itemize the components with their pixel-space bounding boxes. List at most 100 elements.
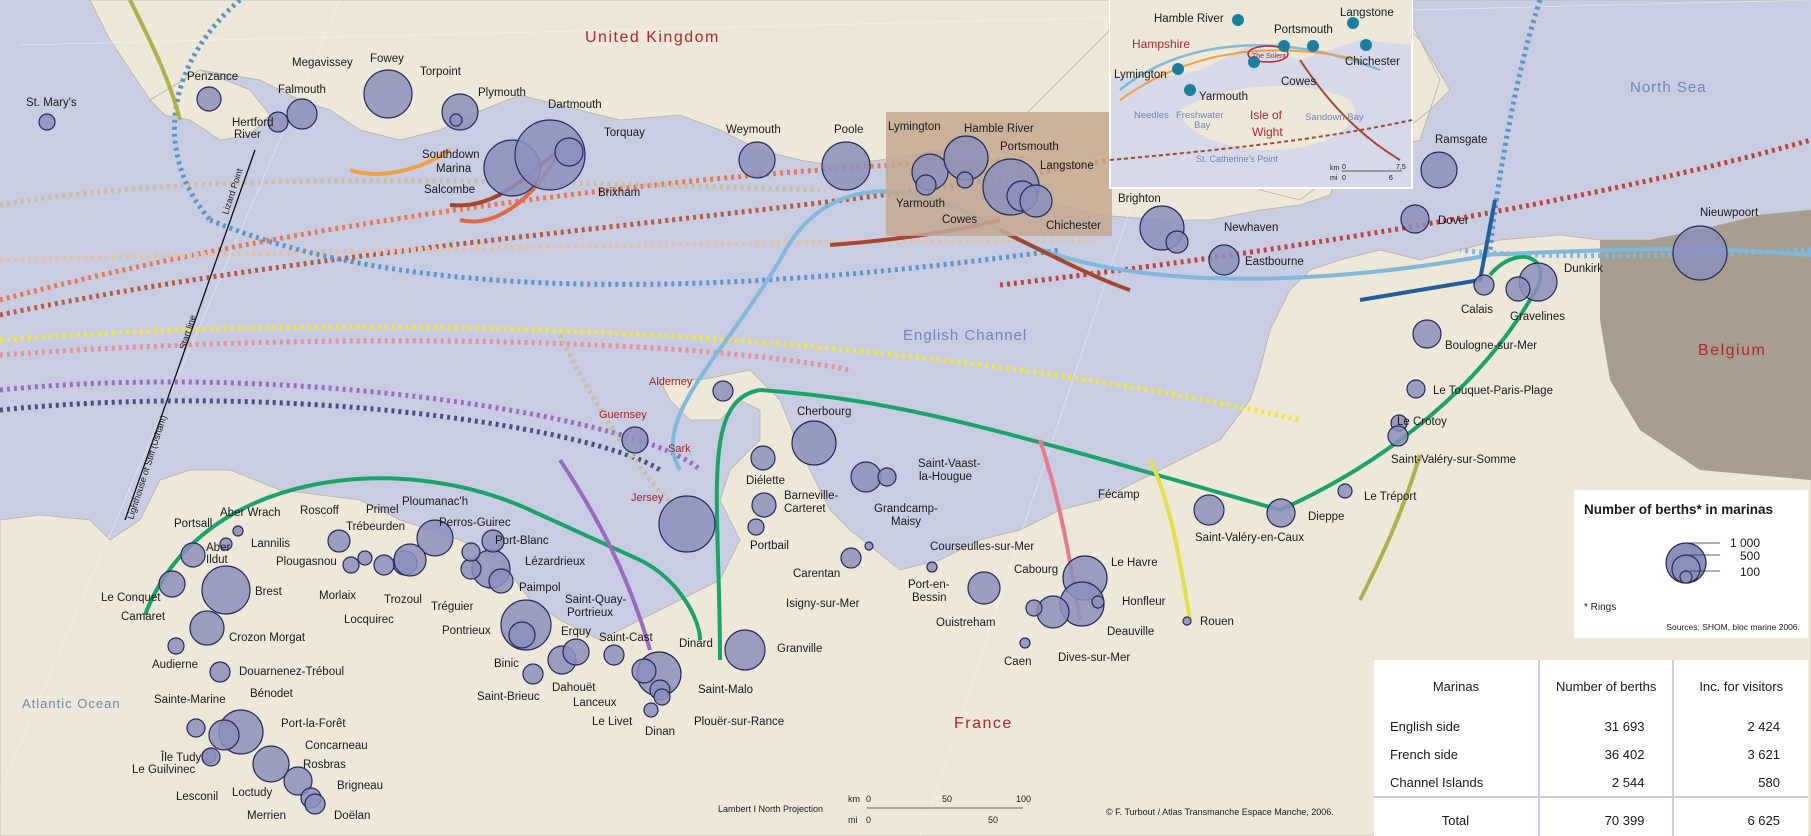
inset-route-red [1299,59,1401,161]
marina-label: Cherbourg [797,406,851,418]
marina-bubble [877,467,897,487]
marina-bubble [373,554,395,576]
marina-label: Falmouth [278,84,326,96]
marina-bubble [724,629,766,671]
marina-bubble [621,426,649,454]
marina-label: Dunkirk [1564,263,1603,275]
marina-label: Le Tréport [1364,491,1417,503]
marina-bubble [1387,425,1409,447]
marina-bubble [1019,184,1053,218]
marina-label: Portsall [174,518,212,530]
marina-bubble [1036,595,1070,629]
marina-label: Saint-Malo [698,684,753,696]
scale-label: 50 [988,815,998,825]
atlantic-label: Atlantic Ocean [22,696,121,711]
marina-label: Carentan [793,568,840,580]
inset-isle-of-wight [1180,86,1356,150]
marina-bubble [967,571,1001,605]
marina-bubble [1025,599,1043,617]
route-olive-2 [1358,454,1422,601]
marina-label: Rouen [1200,616,1234,628]
marina-label: Rosbras [303,759,346,771]
marina-label: Hertford [232,117,274,129]
marina-bubble [751,492,777,518]
marina-bubble [286,98,318,130]
inset-dot [1347,17,1359,29]
marina-label: Binic [494,658,519,670]
table-header: Marinas [1432,678,1480,694]
marina-label: Crozon Morgat [229,632,306,644]
marina-bubble [508,621,536,649]
marina-label: Gravelines [1510,311,1565,323]
marina-label: Saint-Vaast- [918,458,981,470]
marina-label: Brixham [598,187,640,199]
marina-label: Honfleur [1122,596,1166,608]
marina-label: Saint-Cast [599,632,653,644]
scale-label: mi [848,815,858,825]
marina-label: Courseulles-sur-Mer [930,541,1034,553]
marina-bubble [1091,595,1105,609]
marina-bubble [488,568,514,594]
marina-label: Le Conquet [101,592,161,604]
marina-label: St. Mary's [26,97,77,109]
inset-solent-ring [1247,45,1289,63]
inset-label: The Solent [1252,53,1286,60]
marina-bubble [1400,204,1430,234]
route-dotted-yellow [0,324,1301,423]
marina-label: Dover [1438,215,1469,227]
legend-value: 500 [1740,549,1761,563]
marina-label: Portrieux [567,607,613,619]
marina-bubble [232,525,244,537]
table-cell: 2 544 [1537,768,1674,797]
marina-bubble [1182,616,1192,626]
berths-table-grid: Marinas Number of berths Inc. for visito… [1374,660,1808,836]
alderney-label: Alderney [649,376,693,388]
marina-label: Eastbourne [1245,256,1304,268]
marina-bubble [327,529,351,553]
scale-label: 0 [866,815,871,825]
marina-label: Plymouth [478,87,526,99]
solent-inset: Hamble River Portsmouth Langstone Hampsh… [1109,0,1413,189]
marina-label: Megavissey [292,57,353,69]
marina-bubble [196,86,222,112]
marina-labels: St. Mary's Penzance Megavissey Fowey Fal… [26,53,1759,822]
marina-bubble [653,688,671,706]
marina-label: Bessin [912,592,947,604]
marina-label: Calais [1461,304,1493,316]
marina-label: Portsmouth [1000,141,1059,153]
marina-bubble [208,719,240,751]
inset-scale: km 0 7,5 mi 0 6 [1330,164,1406,182]
route-purple [558,458,652,651]
inset-dot [1360,39,1372,51]
marina-bubble [158,570,186,598]
table-cell: 70 399 [1537,796,1674,836]
marina-bubble [1337,483,1353,499]
marina-label: Marina [436,163,472,175]
marina-label: Caen [1004,656,1032,668]
marina-label: Dinard [679,638,713,650]
marina-label: Portbail [750,540,789,552]
marina-label: Boulogne-sur-Mer [1445,340,1537,352]
marina-bubble [201,565,251,615]
route-green [714,255,1543,661]
marina-label: Maisy [891,516,921,528]
marina-label: Chichester [1046,220,1101,232]
marina-bubble [631,658,657,684]
table-cell: 580 [1672,768,1808,797]
north-sea-label: North Sea [1630,79,1707,96]
marina-label: Dinan [645,726,675,738]
table-cell: English side [1390,718,1461,734]
inset-route-dotted [1109,119,1413,161]
marina-bubble [1193,494,1225,526]
marina-bubble [304,793,326,815]
marina-label: Le Touquet-Paris-Plage [1433,385,1553,397]
marina-label: Port-en- [908,579,950,591]
marina-label: Camaret [121,611,166,623]
marina-bubble [267,111,289,133]
belgium-land [1600,210,1811,480]
marina-label: Lannilis [251,538,290,550]
marina-bubble [915,174,937,196]
inset-label: Bay [1194,120,1211,131]
